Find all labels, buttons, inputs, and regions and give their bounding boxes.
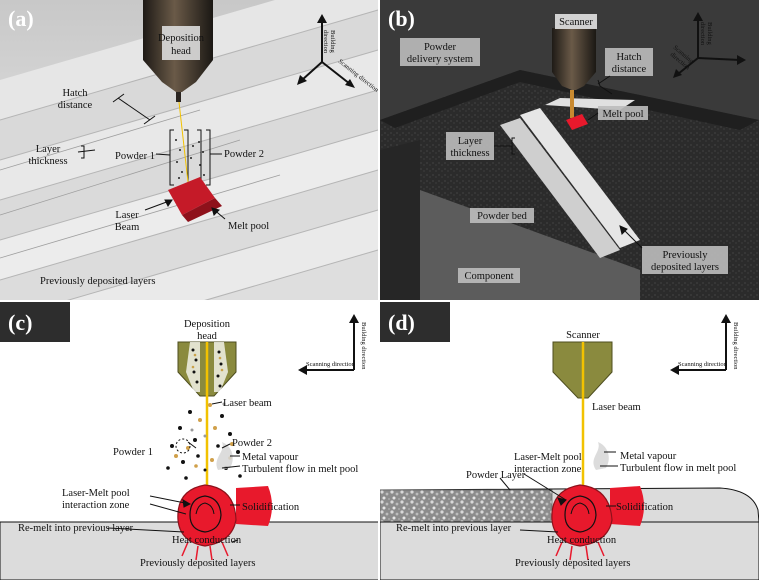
annotations-b (494, 75, 643, 249)
melt-pool-c (177, 484, 272, 547)
component-label: Component (465, 271, 514, 282)
layer-thickness-a-label-2: thickness (28, 156, 67, 167)
powder1-a-label: Powder 1 (115, 151, 155, 162)
layer-thickness-b-label-1: Layer (458, 136, 483, 147)
melt-pool-a-label: Melt pool (228, 221, 269, 232)
deposition-head-c-label-1: Deposition (184, 319, 231, 330)
heat-conduction-arrows-d (555, 541, 605, 561)
previous-layers-a-label: Previously deposited layers (40, 276, 155, 287)
scanner-b-label: Scanner (559, 17, 593, 28)
melt-pool-b-label: Melt pool (602, 109, 643, 120)
panel-b: Scanner Powder delivery system Hatch dis… (380, 0, 759, 300)
powder-layer-d-label: Powder Layer (466, 470, 526, 481)
powder-layer-d (379, 489, 553, 523)
annotations-d (499, 451, 618, 533)
axis-triad-b (673, 12, 746, 78)
annotations-a (77, 93, 226, 220)
melt-pool-d (551, 484, 644, 547)
laser-beam-c-label: Laser beam (223, 398, 272, 409)
hatch-distance-a-label-2: distance (58, 100, 93, 111)
powder-delivery-label-2: delivery system (407, 54, 473, 65)
panel-d-tag: (d) (388, 310, 415, 335)
deposition-head-a: Deposition head (143, 0, 213, 102)
axis-scanning-d: Scanning direction (678, 361, 728, 368)
interaction-zone-c-label-2: interaction zone (62, 500, 130, 511)
metal-vapour-c-label: Metal vapour (242, 452, 299, 463)
hatch-distance-b-label-2: distance (612, 64, 647, 75)
heat-conduction-arrows-c (181, 541, 229, 561)
deposition-head-c-label-2: head (197, 331, 218, 342)
deposited-track-b (520, 108, 640, 248)
deposition-head-a-label-box (162, 26, 200, 60)
layer-thickness-a-label-1: Layer (36, 144, 61, 155)
interaction-zone-d-label-1: Laser-Melt pool (514, 452, 582, 463)
solidification-d-label: Solidification (616, 502, 674, 513)
laser-beam-a-label-2: Beam (115, 222, 140, 233)
axis-triad-c (298, 314, 359, 375)
axis-building-b-2: direction (699, 22, 706, 46)
panel-b-tag: (b) (388, 6, 415, 31)
axis-building-a-1: Building (329, 30, 336, 54)
axis-triad-d (670, 314, 731, 375)
laser-beam-a-label-1: Laser (115, 210, 139, 221)
heat-conduction-c-label: Heat conduction (172, 535, 242, 546)
powder-bed-label: Powder bed (477, 211, 528, 222)
powder-cloud-c (166, 402, 242, 480)
deposition-head-a-label-1: Deposition (158, 33, 205, 44)
axis-scanning-c: Scanning direction (306, 361, 356, 368)
scanner-b: Scanner (552, 14, 597, 118)
metal-vapour-d (593, 442, 609, 470)
powder1-c-label: Powder 1 (113, 447, 153, 458)
melt-pool-a (168, 177, 222, 222)
powder2-a-label: Powder 2 (224, 149, 264, 160)
panel-c-tag: (c) (8, 310, 32, 335)
axis-building-b-1: Building (706, 22, 713, 46)
previous-layers-c-label: Previously deposited layers (140, 558, 255, 569)
hatch-distance-a-label-1: Hatch (62, 88, 88, 99)
metal-vapour-d-label: Metal vapour (620, 451, 677, 462)
remelt-c-label: Re-melt into previous layer (18, 523, 134, 534)
powder-delivery-label-1: Powder (424, 42, 457, 53)
previous-layers-b-label-2: deposited layers (651, 262, 719, 273)
axis-building-c: Building direction (360, 322, 367, 370)
interaction-zone-d-label-2: interaction zone (514, 464, 582, 475)
melt-pool-b (566, 114, 588, 130)
remelt-d-label: Re-melt into previous layer (396, 523, 512, 534)
metal-vapour-c (216, 442, 233, 470)
solidification-c-label: Solidification (242, 502, 300, 513)
powder-particles-a (175, 139, 205, 179)
turbulent-flow-d-label: Turbulent flow in melt pool (620, 463, 736, 474)
axis-triad-a (297, 14, 355, 88)
panel-c: Deposition head Laser beam Powder 1 Powd… (0, 302, 380, 580)
turbulent-flow-c-label: Turbulent flow in melt pool (242, 464, 358, 475)
powder2-c-label: Powder 2 (232, 438, 272, 449)
previous-layers-d-label: Previously deposited layers (515, 558, 630, 569)
axis-building-a-2: direction (322, 30, 329, 54)
hatch-distance-b-label-1: Hatch (616, 52, 642, 63)
panel-a-tag: (a) (8, 6, 34, 31)
heat-conduction-d-label: Heat conduction (547, 535, 617, 546)
annotations-c (107, 401, 241, 543)
interaction-zone-c-label-1: Laser-Melt pool (62, 488, 130, 499)
panel-d: Scanner Laser beam Laser-Melt pool inter… (379, 302, 759, 580)
layer-thickness-b-label-2: thickness (450, 148, 489, 159)
previous-layers-b-label-1: Previously (663, 250, 709, 261)
laser-beam-d-label: Laser beam (592, 402, 641, 413)
axis-building-d: Building direction (732, 322, 739, 370)
deposition-head-a-label-2: head (171, 46, 192, 57)
scanner-d-label: Scanner (566, 330, 600, 341)
